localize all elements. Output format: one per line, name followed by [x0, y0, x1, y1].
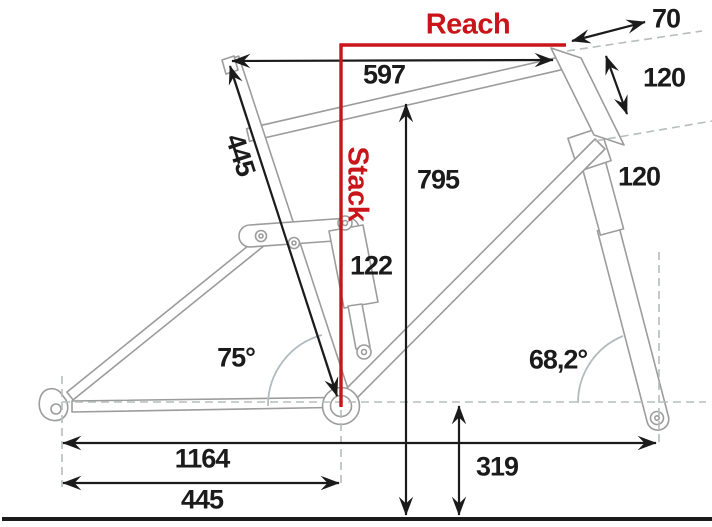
top-tube-length-label: 597 [362, 59, 406, 90]
shock-shaft [347, 303, 371, 350]
stack-label: Stack [341, 146, 374, 222]
stem-length-label: 70 [651, 3, 681, 34]
shock-stroke-label: 122 [349, 250, 393, 281]
seat-angle-arc [267, 334, 323, 407]
head-tube-top-guide [566, 30, 703, 52]
head-tube-length-label: 120 [642, 62, 686, 93]
seat-tube-angle-label: 75° [217, 342, 256, 373]
seatstay [66, 236, 266, 401]
head-tube-bottom-guide [594, 120, 712, 142]
rear-axle-icon [50, 403, 62, 415]
shock-lower-eyelet-dot [360, 348, 368, 356]
front-axle-center [653, 414, 660, 421]
chainstay [71, 396, 331, 413]
rocker-pivot-front-dot [258, 233, 264, 239]
dim-seat-tube-line [228, 65, 339, 397]
reach-label: Reach [425, 8, 511, 41]
fork-lowers [596, 224, 670, 431]
head-angle-arc [577, 335, 624, 404]
seatpost-tip [221, 55, 239, 75]
chainstay-length-label: 445 [180, 484, 224, 515]
wheelbase-label: 1164 [174, 443, 231, 474]
rocker-pivot-mid-dot [291, 240, 297, 246]
bb-height-label: 319 [475, 451, 519, 482]
dim-stem-line [571, 19, 646, 44]
dim-head-tube-line [604, 55, 629, 115]
fork-travel-label: 120 [617, 161, 661, 192]
standover-height-label: 795 [416, 164, 460, 195]
head-tube-angle-label: 68,2° [528, 344, 588, 375]
reach-and-stack-lines [339, 43, 566, 407]
dim-top-tube-line [231, 52, 554, 69]
dimension-lines-group [62, 19, 657, 516]
head-tube [550, 47, 625, 146]
